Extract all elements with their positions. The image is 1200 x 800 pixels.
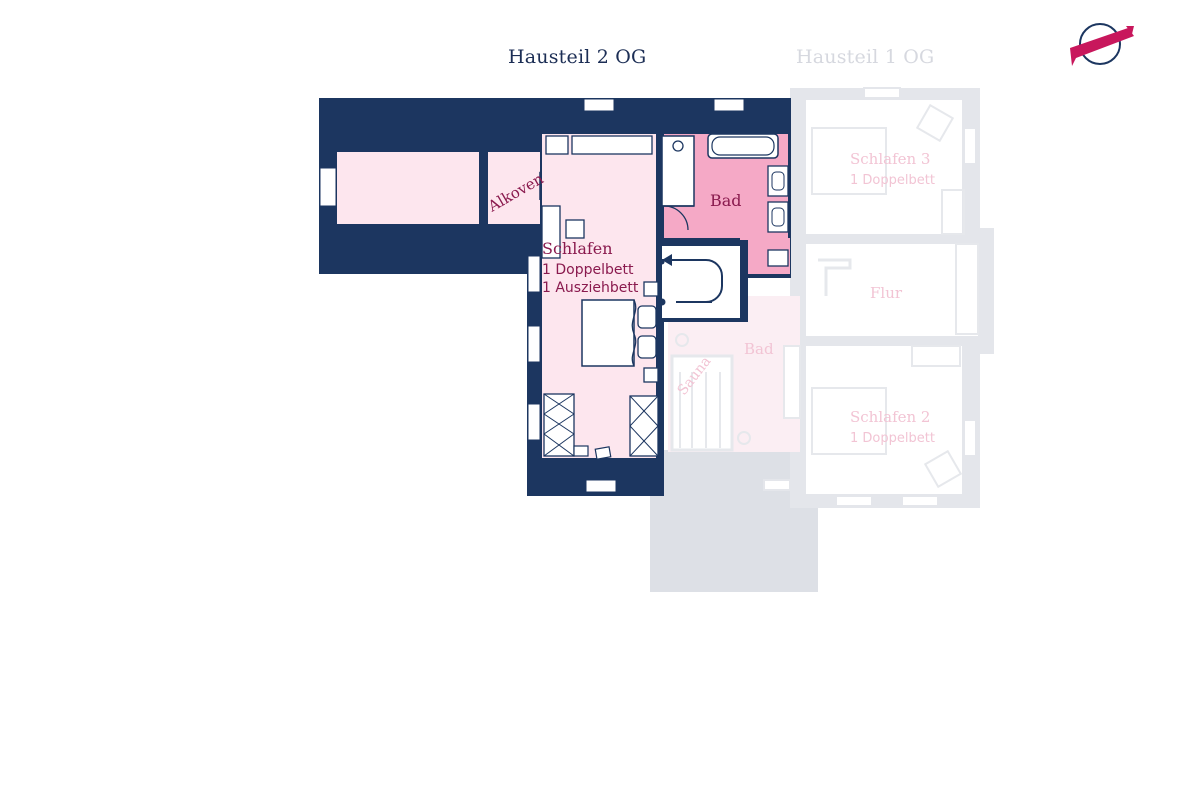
bathtub	[707, 133, 779, 159]
label-schlafen2-beds: 1 Doppelbett	[850, 431, 935, 446]
label-schlafen: Schlafen	[542, 239, 613, 258]
label-schlafen-beds-1: 1 Doppelbett	[542, 262, 634, 278]
label-bad-inactive: Bad	[744, 340, 774, 358]
heading-active-floor: Hausteil 2 OG	[508, 46, 647, 68]
active-floor-plan: Alkoven Bad Schlafen 1 Doppelbett 1 Ausz…	[319, 98, 791, 496]
double-bed	[581, 299, 635, 367]
inactive-floor-plan: Schlafen 3 1 Doppelbett Flur Bad Sauna S…	[650, 87, 994, 592]
label-schlafen-beds-2: 1 Ausziehbett	[542, 280, 639, 296]
room-schlafen2	[806, 346, 962, 494]
label-bad: Bad	[710, 191, 742, 210]
label-schlafen3-beds: 1 Doppelbett	[850, 173, 935, 188]
room-alkoven	[337, 152, 479, 224]
label-schlafen2: Schlafen 2	[850, 408, 930, 426]
label-flur: Flur	[870, 284, 903, 302]
windows	[319, 98, 745, 493]
heading-inactive-floor: Hausteil 1 OG	[796, 46, 935, 68]
stair-core	[662, 246, 740, 318]
room-schlafen3	[806, 100, 962, 234]
label-schlafen3: Schlafen 3	[850, 150, 930, 168]
ribbon-globe-logo	[1070, 23, 1134, 66]
stair-arrow-icon	[662, 259, 723, 303]
